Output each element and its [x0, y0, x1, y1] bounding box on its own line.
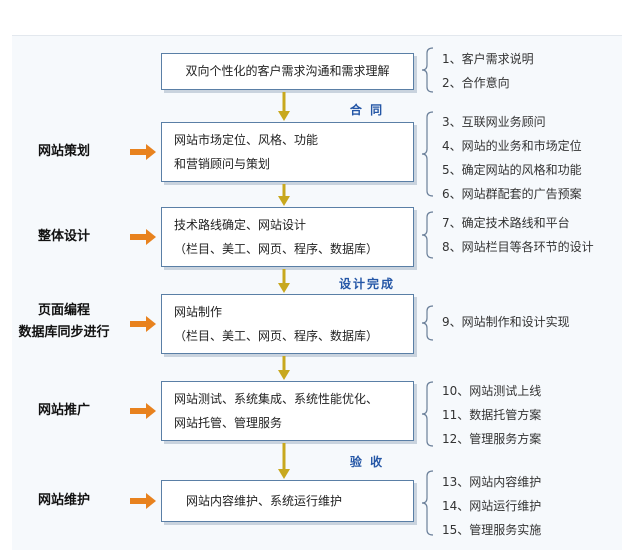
notes-list: 7、确定技术路线和平台 8、网站栏目等各环节的设计	[442, 211, 594, 259]
note-item: 14、网站运行维护	[442, 499, 542, 513]
process-box-line: 网站市场定位、风格、功能	[174, 133, 319, 147]
notes-list: 13、网站内容维护 14、网站运行维护 15、管理服务实施	[442, 470, 541, 542]
process-box-line: 网站测试、系统集成、系统性能优化、	[174, 392, 379, 406]
stage-label-line: 网站推广	[37, 403, 90, 418]
note-item: 2、合作意向	[442, 76, 510, 90]
note-item: 12、管理服务方案	[442, 432, 542, 446]
process-box-line: 网站制作	[174, 305, 223, 319]
process-box: 网站内容维护、系统运行维护	[161, 480, 414, 522]
note-item: 15、管理服务实施	[442, 523, 542, 537]
note-item: 1、客户需求说明	[442, 52, 534, 66]
process-box-line: 网站内容维护、系统运行维护	[186, 494, 343, 508]
process-box-line: 网站托管、管理服务	[174, 416, 283, 430]
notes-list: 9、网站制作和设计实现	[442, 310, 570, 334]
note-item: 5、确定网站的风格和功能	[442, 163, 582, 177]
process-box: 技术路线确定、网站设计 （栏目、美工、网页、程序、数据库）	[161, 207, 414, 267]
process-box-line: 双向个性化的客户需求沟通和需求理解	[185, 64, 390, 78]
milestone-label: 设计完成	[338, 277, 395, 291]
process-box-line: （栏目、美工、网页、程序、数据库）	[174, 329, 379, 343]
stage-label: 页面编程数据库同步进行	[0, 300, 128, 344]
notes-list: 1、客户需求说明 2、合作意向	[442, 47, 534, 95]
arrow-right-icon	[130, 493, 156, 509]
process-box-line: （栏目、美工、网页、程序、数据库）	[174, 242, 379, 256]
process-box: 双向个性化的客户需求沟通和需求理解	[161, 53, 414, 90]
arrow-right-icon	[130, 144, 156, 160]
diagram-background	[12, 35, 622, 550]
arrow-down-icon	[278, 443, 290, 479]
stage-label-line: 网站维护	[37, 493, 90, 508]
arrow-down-icon	[278, 356, 290, 380]
arrow-down-icon	[278, 184, 290, 206]
brace-icon	[421, 381, 434, 447]
stage-label-line: 网站策划	[37, 144, 90, 159]
notes-list: 3、互联网业务顾问 4、网站的业务和市场定位 5、确定网站的风格和功能 6、网站群配套…	[442, 110, 582, 206]
arrow-right-icon	[130, 403, 156, 419]
arrow-right-icon	[130, 316, 156, 332]
stage-label-line: 整体设计	[37, 229, 90, 244]
stage-label-line: 页面编程	[37, 303, 90, 318]
stage-label: 整体设计	[0, 226, 128, 248]
milestone-label: 验 收	[349, 455, 385, 469]
arrow-right-icon	[130, 229, 156, 245]
brace-icon	[421, 47, 434, 93]
brace-icon	[421, 111, 434, 197]
arrow-down-icon	[278, 269, 290, 293]
process-box-line: 和营销顾问与策划	[174, 157, 271, 171]
note-item: 7、确定技术路线和平台	[442, 216, 570, 230]
note-item: 9、网站制作和设计实现	[442, 315, 570, 329]
note-item: 3、互联网业务顾问	[442, 115, 546, 129]
arrow-down-icon	[278, 92, 290, 121]
process-box: 网站制作 （栏目、美工、网页、程序、数据库）	[161, 294, 414, 354]
brace-icon	[421, 305, 434, 341]
note-item: 8、网站栏目等各环节的设计	[442, 240, 594, 254]
process-box: 网站市场定位、风格、功能和营销顾问与策划	[161, 122, 414, 182]
note-item: 4、网站的业务和市场定位	[442, 139, 582, 153]
brace-icon	[421, 470, 434, 536]
note-item: 6、网站群配套的广告预案	[442, 187, 582, 201]
brace-icon	[421, 211, 434, 259]
note-item: 11、数据托管方案	[442, 408, 542, 422]
note-item: 13、网站内容维护	[442, 475, 542, 489]
stage-label: 网站推广	[0, 400, 128, 422]
notes-list: 10、网站测试上线 11、数据托管方案 12、管理服务方案	[442, 379, 541, 451]
process-box: 网站测试、系统集成、系统性能优化、网站托管、管理服务	[161, 381, 414, 441]
stage-label: 网站维护	[0, 490, 128, 512]
milestone-label: 合 同	[349, 103, 385, 117]
process-box-line: 技术路线确定、网站设计	[174, 218, 307, 232]
note-item: 10、网站测试上线	[442, 384, 542, 398]
stage-label-line: 数据库同步进行	[18, 325, 110, 340]
stage-label: 网站策划	[0, 141, 128, 163]
